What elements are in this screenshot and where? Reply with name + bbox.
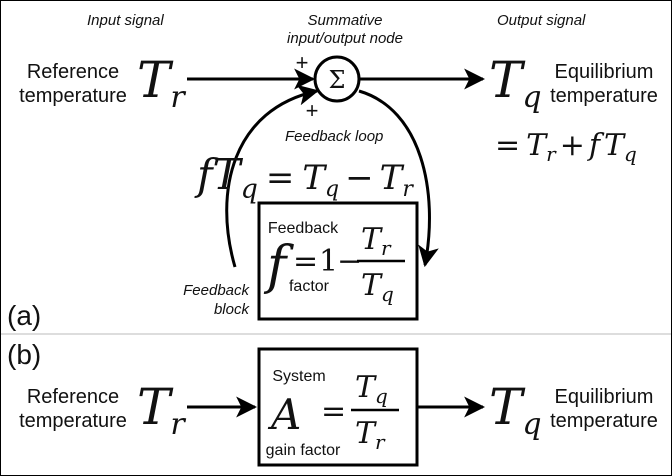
panel-b-tr-symbol: Tr xyxy=(137,378,186,442)
feedback-loop-label: Feedback loop xyxy=(285,128,383,145)
panel-b-tq-symbol: Tq xyxy=(489,378,542,442)
gain-fraction-numerator: Tq xyxy=(355,370,388,408)
panel-a-label: (a) xyxy=(7,300,41,331)
feedback-equals: = xyxy=(293,244,318,279)
feedback-fraction-numerator: Tr xyxy=(361,222,392,260)
plus-sign-bottom: + xyxy=(306,98,319,123)
tq-symbol: Tq xyxy=(489,51,542,115)
feedback-block-label-bottom: factor xyxy=(289,278,330,295)
feedback-loop-arrow-up xyxy=(225,84,320,268)
loop-equation: fTq=Tq−Tr xyxy=(194,150,414,205)
summation-node xyxy=(313,55,361,103)
equilibrium-label-line2: temperature xyxy=(550,85,658,107)
system-gain-block xyxy=(257,347,419,467)
feedback-block-caption-line2: block xyxy=(214,301,251,318)
reference-label-line1: Reference xyxy=(27,61,119,83)
gain-fraction-denominator: Tr xyxy=(355,416,386,454)
gain-a-symbol: A xyxy=(267,390,301,439)
feedback-block-caption-line1: Feedback xyxy=(183,282,250,299)
heading-output-signal: Output signal xyxy=(497,12,586,29)
heading-input-signal: Input signal xyxy=(87,12,164,29)
heading-node-line2: input/output node xyxy=(287,30,403,47)
panel-b-equilibrium-line2: temperature xyxy=(550,410,658,432)
panel-b-reference-line2: temperature xyxy=(19,410,127,432)
feedback-one: 1 xyxy=(319,244,338,279)
panel-b-equilibrium-line1: Equilibrium xyxy=(555,386,654,408)
reference-label-line2: temperature xyxy=(19,85,127,107)
feedback-loop-arrow-down xyxy=(358,89,439,268)
sigma-symbol: Σ xyxy=(329,66,346,94)
panel-b-label: (b) xyxy=(7,339,41,370)
feedback-block-label-top: Feedback xyxy=(268,220,339,237)
equilibrium-label-line1: Equilibrium xyxy=(555,61,654,83)
panel-b-reference-line1: Reference xyxy=(27,386,119,408)
plus-sign-top: + xyxy=(296,50,309,75)
system-block-label-bottom: gain factor xyxy=(266,442,341,459)
system-block-label-top: System xyxy=(272,368,325,385)
feedback-fraction-denominator: Tq xyxy=(361,268,394,306)
gain-equals: = xyxy=(321,394,346,429)
tr-symbol: Tr xyxy=(137,51,186,115)
heading-node-line1: Summative xyxy=(307,12,382,29)
